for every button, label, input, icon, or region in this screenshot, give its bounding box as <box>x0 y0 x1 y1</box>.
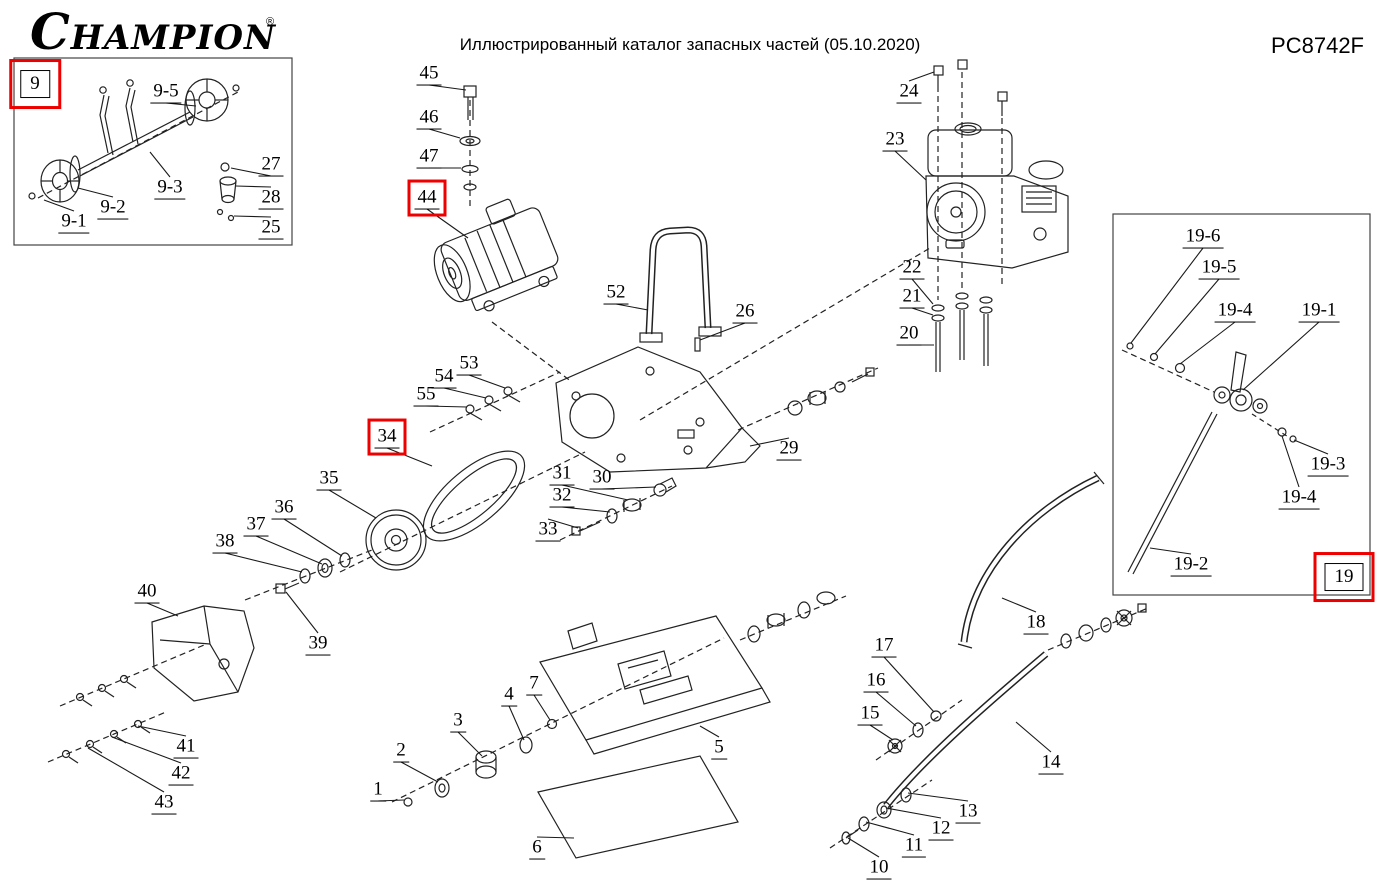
callout-30: 30 <box>589 467 615 490</box>
callout-45: 45 <box>416 63 442 86</box>
callout-19-4: 19-4 <box>1278 487 1320 510</box>
callout-2: 2 <box>393 740 409 763</box>
axis-dashed-lines <box>339 247 931 573</box>
callout-11: 11 <box>901 835 927 858</box>
callout-9-2: 9-2 <box>97 197 129 220</box>
belt-pulley-drawing <box>244 450 526 601</box>
callout-17: 17 <box>871 635 897 658</box>
callout-19-6: 19-6 <box>1182 226 1224 249</box>
callout-4: 4 <box>501 684 517 707</box>
callout-36: 36 <box>271 497 297 520</box>
callout-37: 37 <box>243 514 269 537</box>
callout-14: 14 <box>1038 752 1064 775</box>
callout-29: 29 <box>776 438 802 461</box>
callout-7: 7 <box>526 673 542 696</box>
callout-28: 28 <box>258 187 284 210</box>
callout-40: 40 <box>134 581 160 604</box>
callout-9-1: 9-1 <box>58 211 90 234</box>
callout-41: 41 <box>173 736 199 759</box>
callout-55: 55 <box>413 384 439 407</box>
callout-27: 27 <box>258 154 284 177</box>
callout-6: 6 <box>529 837 545 860</box>
callout-24: 24 <box>896 81 922 104</box>
callout-33: 33 <box>535 519 561 542</box>
throttle-control-drawing <box>1121 342 1297 575</box>
base-plate-drawing <box>391 591 847 859</box>
electric-motor-drawing <box>433 85 573 383</box>
callout-10: 10 <box>866 857 892 880</box>
callout-19-1: 19-1 <box>1298 300 1340 323</box>
inset-box-throttle <box>1112 213 1371 596</box>
callout-19-5: 19-5 <box>1198 257 1240 280</box>
callout-46: 46 <box>416 107 442 130</box>
engine-drawing <box>925 59 1069 372</box>
callout-16: 16 <box>863 670 889 693</box>
callout-19-4: 19-4 <box>1214 300 1256 323</box>
callout-19-3: 19-3 <box>1307 454 1349 477</box>
callout-22: 22 <box>899 257 925 280</box>
callout-9: 9 <box>9 59 61 109</box>
callout-54: 54 <box>431 366 457 389</box>
inset-box-wheel-kit <box>13 57 293 246</box>
callout-19: 19 <box>1313 552 1375 602</box>
callout-12: 12 <box>928 818 954 841</box>
callout-39: 39 <box>305 633 331 656</box>
callout-3: 3 <box>450 710 466 733</box>
callout-42: 42 <box>168 763 194 786</box>
callout-47: 47 <box>416 146 442 169</box>
callout-19-2: 19-2 <box>1170 554 1212 577</box>
callout-9-3: 9-3 <box>154 177 186 200</box>
handles-drawing <box>829 471 1149 849</box>
callout-5: 5 <box>711 737 727 760</box>
callout-44: 44 <box>407 179 447 217</box>
callout-34: 34 <box>367 418 407 456</box>
callout-15: 15 <box>857 703 883 726</box>
wheel-kit-drawing <box>28 78 240 222</box>
callout-23: 23 <box>882 129 908 152</box>
callout-52: 52 <box>603 282 629 305</box>
callout-53: 53 <box>456 353 482 376</box>
frame-and-loop-drawing <box>465 226 875 541</box>
callout-18: 18 <box>1023 612 1049 635</box>
callout-9-5: 9-5 <box>150 81 182 104</box>
callout-38: 38 <box>212 531 238 554</box>
callout-13: 13 <box>955 801 981 824</box>
callout-1: 1 <box>370 779 386 802</box>
callout-21: 21 <box>899 286 925 309</box>
callout-31: 31 <box>549 463 575 486</box>
callout-43: 43 <box>151 792 177 815</box>
callout-35: 35 <box>316 468 342 491</box>
callout-26: 26 <box>732 301 758 324</box>
callout-25: 25 <box>258 217 284 240</box>
callout-32: 32 <box>549 485 575 508</box>
callout-20: 20 <box>896 323 922 346</box>
